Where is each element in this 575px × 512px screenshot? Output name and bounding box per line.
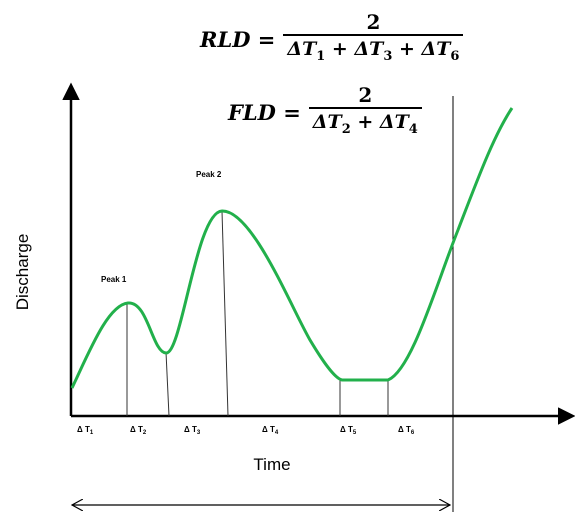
x-axis-label: Time <box>253 455 290 474</box>
rld-equation: RLD = 2 ΔT1 + ΔT3 + ΔT6 <box>200 10 464 70</box>
fld-lhs: FLD = <box>228 100 301 126</box>
fld-fraction: 2 ΔT2 + ΔT4 <box>308 83 422 143</box>
interval-label-1: Δ T1 <box>77 425 94 436</box>
interval-label-3: Δ T3 <box>184 425 201 436</box>
svg-text:Δ T6: Δ T6 <box>398 425 415 436</box>
fld-numerator: 2 <box>358 83 373 107</box>
svg-text:Δ T4: Δ T4 <box>262 425 279 436</box>
interval-label-2: Δ T2 <box>130 425 147 436</box>
rld-lhs: RLD = <box>200 27 276 53</box>
fld-fraction-bar <box>308 107 422 109</box>
svg-text:Δ T1: Δ T1 <box>77 425 94 436</box>
discharge-curve <box>70 107 514 389</box>
rld-fraction-bar <box>283 34 464 36</box>
peak-2-label: Peak 2 <box>196 170 222 179</box>
interval-label-5: Δ T5 <box>340 425 357 436</box>
svg-text:Δ T2: Δ T2 <box>130 425 147 436</box>
interval-label-6: Δ T6 <box>398 425 415 436</box>
fld-denominator: ΔT2 + ΔT4 <box>312 111 418 137</box>
guide-line-peak2 <box>221 210 229 417</box>
peak-1-label: Peak 1 <box>101 275 127 284</box>
fld-equation: FLD = 2 ΔT2 + ΔT4 <box>228 83 422 143</box>
svg-text:Δ T3: Δ T3 <box>184 425 201 436</box>
rld-numerator: 2 <box>366 10 381 34</box>
y-axis-label: Discharge <box>13 234 32 311</box>
rld-fraction: 2 ΔT1 + ΔT3 + ΔT6 <box>283 10 464 70</box>
svg-text:Δ T5: Δ T5 <box>340 425 357 436</box>
rld-denominator: ΔT1 + ΔT3 + ΔT6 <box>287 38 460 64</box>
guide-line-trough <box>165 351 170 417</box>
interval-label-4: Δ T4 <box>262 425 279 436</box>
